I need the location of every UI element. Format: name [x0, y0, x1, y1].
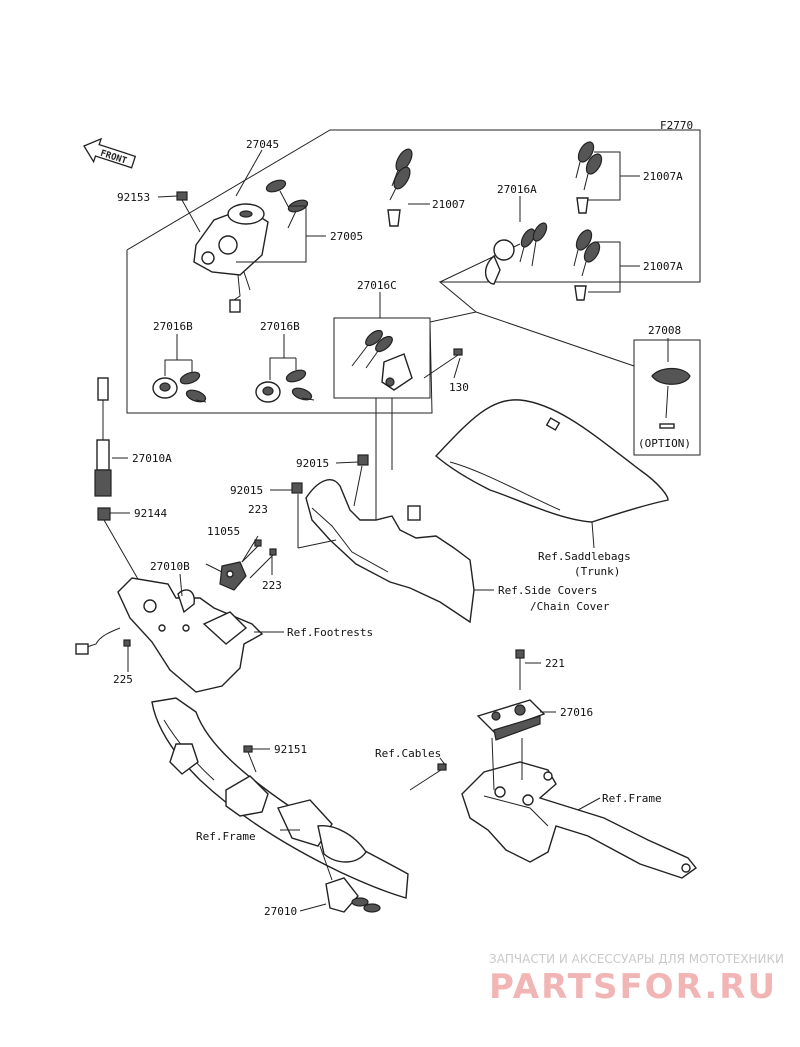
- label-130: 130: [449, 381, 469, 394]
- watermark-logo: PARTSFOR.RU: [489, 967, 777, 1007]
- switch-27010a: [94, 377, 112, 497]
- keys-21007a-upper: [575, 141, 603, 214]
- label-92153: 92153: [117, 191, 150, 204]
- lock-27016b-right: [255, 369, 315, 403]
- lock-27016a: [485, 222, 548, 285]
- keys-27005: [265, 179, 309, 229]
- ref-frame-left: Ref.Frame: [196, 830, 256, 843]
- lock-27016c: [351, 329, 413, 391]
- reference-labels: Ref.Saddlebags (Trunk) Ref.Side Covers /…: [196, 437, 691, 843]
- ignition-switch-27005: [193, 203, 269, 313]
- label-27016b-left: 27016B: [153, 320, 193, 333]
- clamp-11055: [219, 561, 247, 591]
- label-27016: 27016: [560, 706, 593, 719]
- label-92015-lower: 92015: [230, 484, 263, 497]
- ref-saddlebags-trunk: (Trunk): [574, 565, 620, 578]
- outline-leader-trunk: [475, 311, 635, 367]
- bolt-223-lower: [249, 548, 277, 579]
- label-92144: 92144: [134, 507, 167, 520]
- ref-footrests: Ref.Footrests: [287, 626, 373, 639]
- ref-chain-cover: /Chain Cover: [530, 600, 610, 613]
- label-223-upper: 223: [248, 503, 268, 516]
- clip-92015-lower: [291, 482, 337, 549]
- option-key-27008: [651, 367, 691, 429]
- watermark: ЗАПЧАСТИ И АКСЕССУАРЫ ДЛЯ МОТОТЕХНИКИ PA…: [489, 952, 784, 1007]
- keys-21007: [387, 148, 413, 227]
- frame-left: [151, 697, 409, 899]
- label-27016a: 27016A: [497, 183, 537, 196]
- label-27005: 27005: [330, 230, 363, 243]
- label-223-lower: 223: [262, 579, 282, 592]
- side-cover: [305, 398, 475, 624]
- label-27010: 27010: [264, 905, 297, 918]
- leader-lines: [110, 149, 669, 912]
- switch-27010: [319, 845, 381, 913]
- bolt-223-upper: [241, 539, 262, 563]
- label-27045: 27045: [246, 138, 279, 151]
- label-11055: 11055: [207, 525, 240, 538]
- label-27010a: 27010A: [132, 452, 172, 465]
- label-92015-upper: 92015: [296, 457, 329, 470]
- label-27008: 27008: [648, 324, 681, 337]
- box-27008-option: [633, 339, 701, 456]
- ref-side-covers: Ref.Side Covers: [498, 584, 597, 597]
- bolt-92153: [176, 191, 201, 233]
- label-21007a-lower: 21007A: [643, 260, 683, 273]
- box-27016c: [333, 317, 431, 399]
- keys-21007a-lower: [573, 229, 601, 301]
- ref-saddlebags: Ref.Saddlebags: [538, 550, 631, 563]
- label-225: 225: [113, 673, 133, 686]
- label-92151: 92151: [274, 743, 307, 756]
- lock-27016b-left: [152, 371, 207, 403]
- part-labels: 27045 92153 27005 21007 27016A 21007A 21…: [113, 138, 683, 918]
- bolt-225: [123, 639, 131, 647]
- watermark-tagline: ЗАПЧАСТИ И АКСЕССУАРЫ ДЛЯ МОТОТЕХНИКИ: [489, 952, 784, 966]
- label-27016c: 27016C: [357, 279, 397, 292]
- front-arrow-icon: FRONT: [83, 137, 137, 169]
- label-27010b: 27010B: [150, 560, 190, 573]
- diagram-code: F2770: [660, 119, 693, 132]
- bracket-27010b: [75, 577, 264, 693]
- ref-frame-right: Ref.Frame: [602, 792, 662, 805]
- label-221: 221: [545, 657, 565, 670]
- label-21007a-upper: 21007A: [643, 170, 683, 183]
- bolt-92151: [243, 745, 257, 773]
- ref-cables: Ref.Cables: [375, 747, 441, 760]
- trunk-saddlebag: [434, 399, 669, 549]
- clip-92015-upper: [353, 454, 369, 507]
- screw-130: [423, 348, 463, 379]
- label-27016b-right: 27016B: [260, 320, 300, 333]
- screw-221: [515, 649, 525, 690]
- lock-plate-27016: [476, 699, 546, 741]
- frame-right: [461, 737, 698, 879]
- label-21007: 21007: [432, 198, 465, 211]
- cable: [409, 763, 447, 791]
- option-label: (OPTION): [638, 437, 691, 450]
